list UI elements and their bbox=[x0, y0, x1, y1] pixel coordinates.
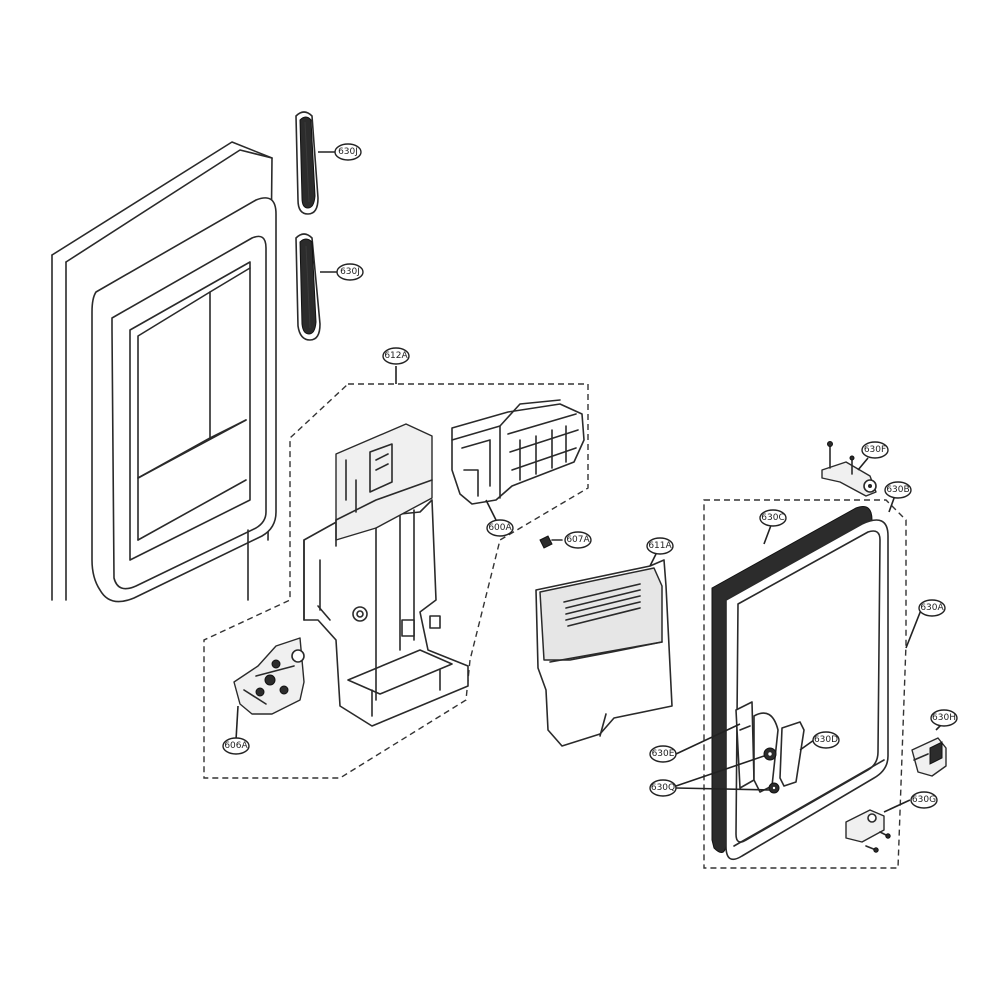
callout-label: 600A bbox=[488, 523, 512, 533]
callout-label: 630F bbox=[864, 445, 886, 455]
callout-630q: 630Q bbox=[649, 779, 677, 797]
callout-607a: 607A bbox=[564, 531, 592, 549]
callout-label: 612A bbox=[384, 351, 408, 361]
callout-630a: 630A bbox=[918, 599, 946, 617]
callout-label: 630J bbox=[338, 147, 358, 157]
callout-label: 630E bbox=[652, 749, 675, 759]
callout-label: 630J bbox=[340, 267, 360, 277]
bracket-606a bbox=[233, 637, 305, 741]
callout-630d: 630D bbox=[812, 731, 840, 749]
assembly-boundary-612a bbox=[203, 383, 589, 779]
callout-630e: 630E bbox=[649, 745, 677, 763]
callout-606a: 606A bbox=[222, 737, 250, 755]
handle-middle bbox=[295, 233, 338, 341]
handle-top bbox=[295, 111, 336, 215]
callout-label: 630G bbox=[912, 795, 936, 805]
callout-label: 630C bbox=[761, 513, 784, 523]
callout-630j-top: 630J bbox=[334, 143, 362, 161]
callout-630f: 630F bbox=[861, 441, 889, 459]
callout-label: 630B bbox=[886, 485, 909, 495]
dispenser-housing bbox=[303, 423, 469, 727]
callout-630g: 630G bbox=[910, 791, 938, 809]
callout-630b: 630B bbox=[884, 481, 912, 499]
callout-label: 611A bbox=[648, 541, 672, 551]
callout-label: 630A bbox=[920, 603, 944, 613]
hinge-630f bbox=[821, 441, 877, 497]
screw-607a bbox=[539, 535, 563, 549]
cover-611a bbox=[535, 553, 673, 747]
callout-label: 630Q bbox=[651, 783, 675, 793]
assembly-boundary-630a bbox=[703, 499, 907, 869]
ice-door bbox=[711, 489, 922, 861]
callout-label: 607A bbox=[566, 535, 590, 545]
lever-assembly bbox=[675, 701, 815, 794]
callout-label: 630D bbox=[814, 735, 838, 745]
callout-630c: 630C bbox=[759, 509, 787, 527]
hinge-630g bbox=[845, 799, 911, 853]
callout-600a: 600A bbox=[486, 519, 514, 537]
latch-630h bbox=[911, 719, 947, 777]
callout-630h: 630H bbox=[930, 709, 958, 727]
ice-maker bbox=[451, 399, 585, 521]
callout-label: 606A bbox=[224, 741, 248, 751]
refrigerator-door bbox=[51, 141, 277, 603]
callout-label: 630H bbox=[932, 713, 956, 723]
callout-612a: 612A bbox=[382, 347, 410, 365]
callout-630j-mid: 630J bbox=[336, 263, 364, 281]
callout-611a: 611A bbox=[646, 537, 674, 555]
